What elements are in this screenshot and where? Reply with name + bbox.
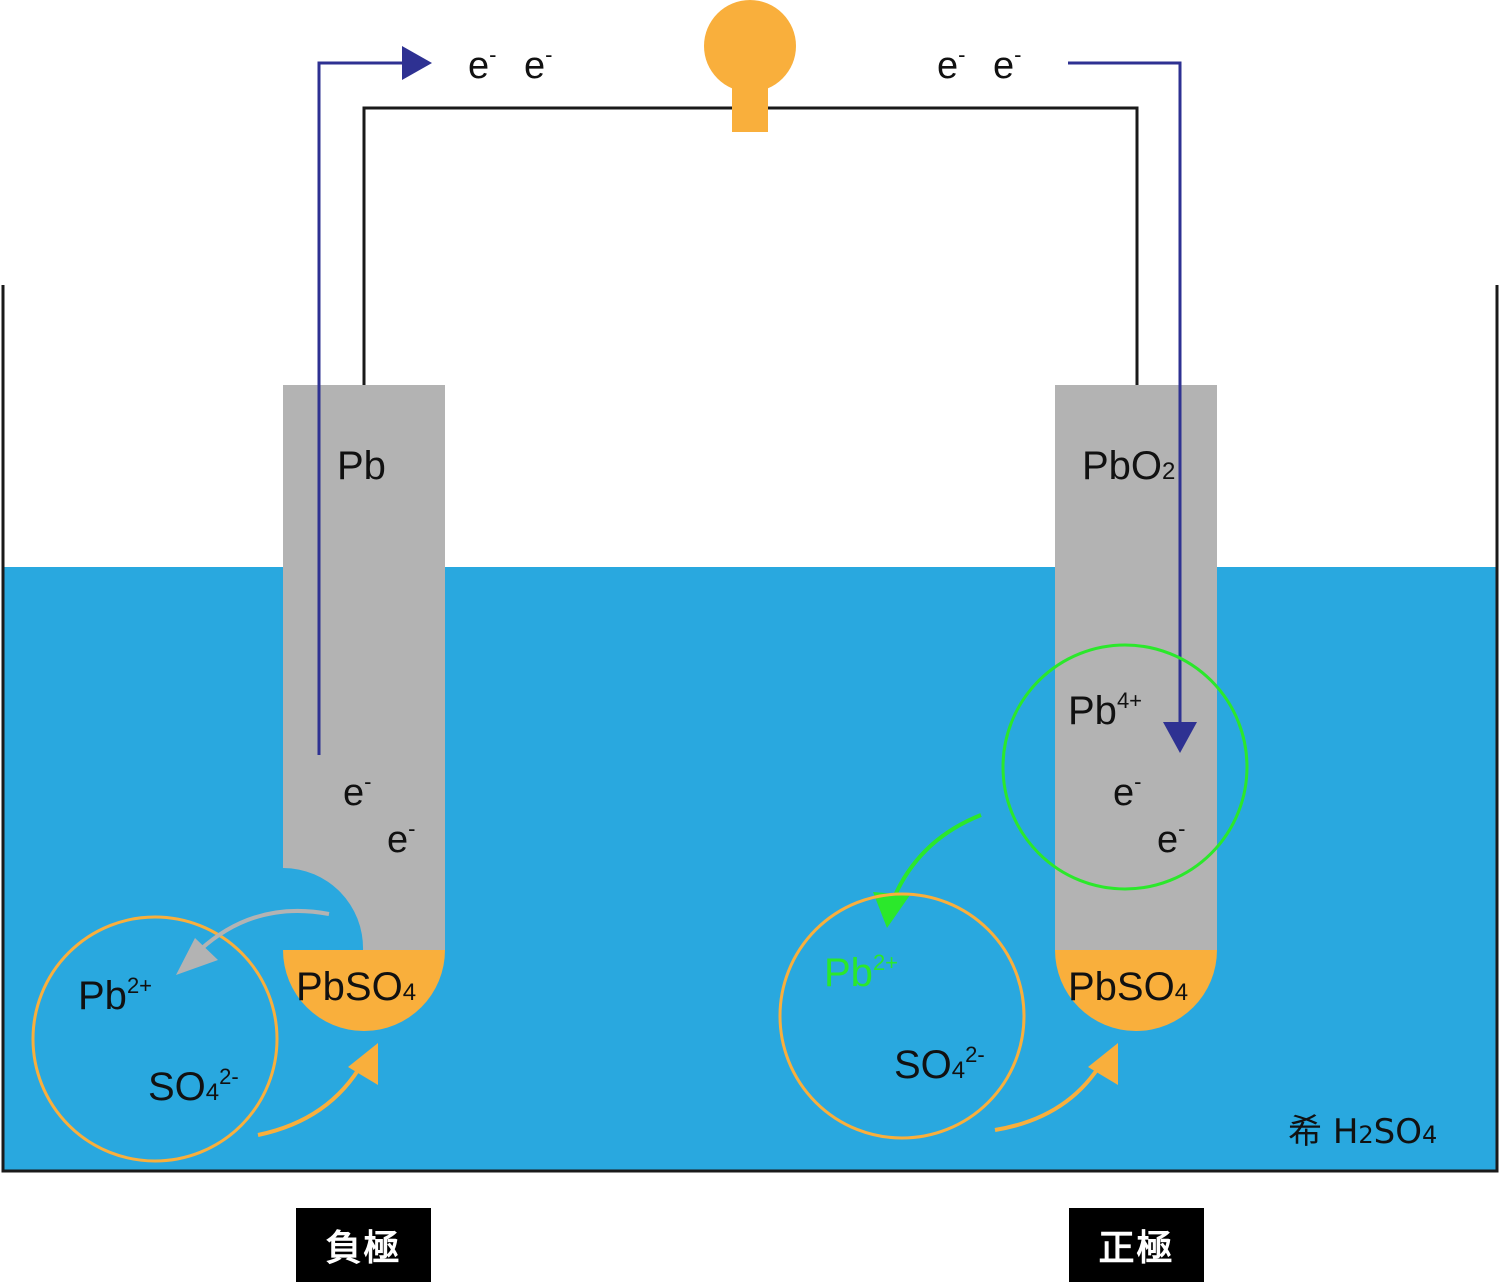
electrolyte-solution — [2, 567, 1498, 1170]
electron-flow-left — [317, 61, 405, 755]
negative-anion-label: SO42- — [148, 1064, 239, 1109]
electron-top-left-2: e- — [524, 42, 553, 87]
arrow-right-icon — [402, 46, 432, 80]
positive-electrode — [1055, 385, 1217, 950]
deposition-arrow-right-head — [1088, 1043, 1118, 1085]
arrow-down-icon — [1163, 722, 1197, 753]
electron-top-right-2: e- — [993, 42, 1022, 87]
dissolution-arrow-head — [176, 938, 218, 975]
negative-deposit — [283, 950, 445, 1031]
electron-top-right-1: e- — [937, 42, 966, 87]
negative-cation-label: Pb2+ — [78, 973, 153, 1018]
electron-flow-right — [1068, 61, 1182, 728]
electron-in-positive-1: e- — [1113, 769, 1142, 814]
reduction-circle — [1001, 643, 1249, 891]
negative-electrode-material: Pb — [337, 444, 386, 488]
deposition-arrow-left-head — [348, 1043, 378, 1085]
pit-notch — [283, 867, 364, 950]
negative-electrode — [283, 385, 445, 950]
positive-electrode-tag: 正極 — [1069, 1208, 1204, 1282]
light-bulb-icon — [704, 0, 796, 132]
electron-top-left-1: e- — [468, 42, 497, 87]
electron-in-positive-2: e- — [1157, 816, 1186, 861]
negative-electrode-tag: 負極 — [296, 1208, 431, 1282]
positive-cation-label: Pb2+ — [824, 950, 899, 995]
external-wire — [362, 106, 1139, 385]
beaker-container — [1, 285, 1499, 1173]
deposition-arrow-right — [994, 1060, 1104, 1132]
positive-anion-label: SO42- — [894, 1042, 985, 1087]
release-arrow — [891, 813, 982, 901]
negative-deposit-label: PbSO4 — [296, 965, 417, 1009]
release-arrow-head — [873, 892, 910, 928]
positive-deposit — [1055, 950, 1217, 1031]
electrolyte-label: 希 H2SO4 — [1288, 1112, 1438, 1152]
dissolution-arrow — [198, 908, 330, 952]
deposition-arrow-left — [257, 1061, 365, 1137]
positive-deposit-label: PbSO4 — [1068, 965, 1189, 1009]
electron-in-negative-1: e- — [343, 769, 372, 814]
positive-inner-ion-label: Pb4+ — [1068, 688, 1143, 733]
positive-electrode-material: PbO2 — [1082, 444, 1176, 488]
negative-ion-circle — [31, 915, 279, 1163]
electron-in-negative-2: e- — [387, 816, 416, 861]
positive-ion-circle — [778, 892, 1026, 1140]
